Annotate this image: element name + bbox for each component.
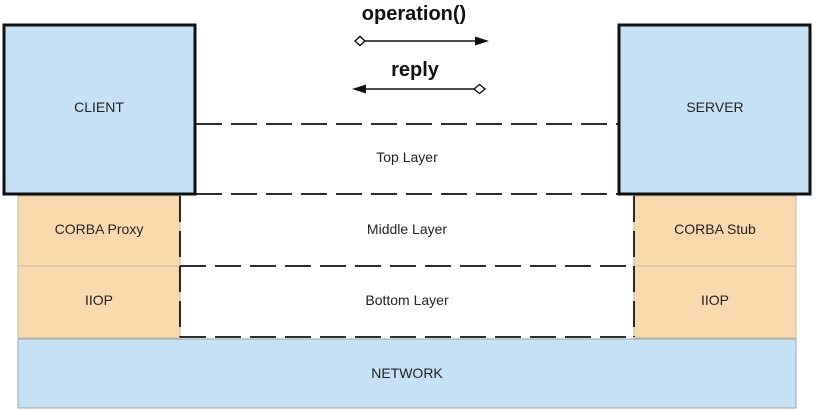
reply-arrow <box>352 83 487 95</box>
top-layer-label: Top Layer <box>376 149 438 165</box>
client-iiop-label: IIOP <box>85 292 113 308</box>
corba-proxy-label: CORBA Proxy <box>55 221 144 237</box>
reply-arrow-diamond <box>472 83 487 95</box>
reply-arrow-head <box>352 84 366 94</box>
server-box <box>617 23 812 196</box>
server-iiop-box <box>633 265 797 339</box>
client-label: CLIENT <box>74 99 124 115</box>
server-iiop-label: IIOP <box>701 292 729 308</box>
middle-layer-label: Middle Layer <box>367 221 447 237</box>
layer-dividers <box>179 123 635 338</box>
reply-label: reply <box>391 59 440 81</box>
network-label: NETWORK <box>371 365 443 381</box>
corba-stub-label: CORBA Stub <box>674 221 756 237</box>
network-box <box>17 338 797 409</box>
operation-arrow-diamond <box>353 35 367 47</box>
server-label: SERVER <box>686 99 743 115</box>
operation-arrow-head <box>475 36 489 46</box>
operation-arrow <box>353 35 489 47</box>
corba-proxy-box <box>17 195 181 267</box>
client-box <box>2 23 197 196</box>
bottom-layer-label: Bottom Layer <box>365 292 449 308</box>
corba-stub-box <box>633 195 797 267</box>
operation-label: operation() <box>362 3 466 25</box>
client-iiop-box <box>17 265 181 339</box>
